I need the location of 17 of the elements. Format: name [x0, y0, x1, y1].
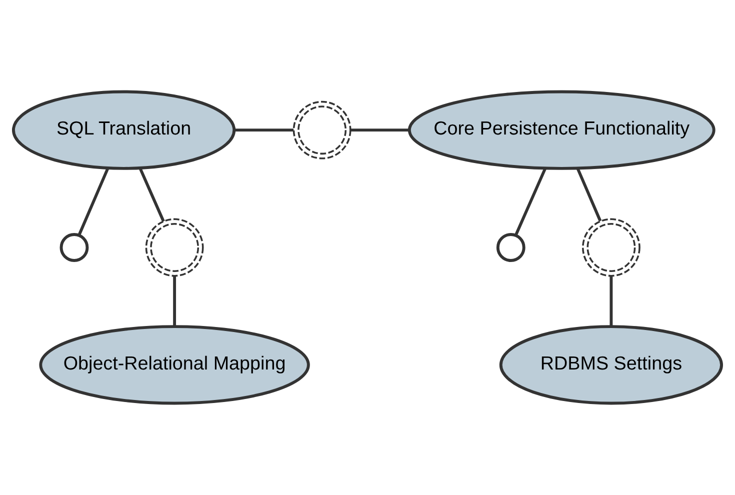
node-ellipse: Core Persistence Functionality — [408, 90, 716, 170]
node-circle — [60, 233, 89, 262]
connector — [78, 168, 110, 236]
connector — [138, 168, 165, 222]
node-ellipse: RDBMS Settings — [499, 325, 724, 405]
node-circle — [496, 233, 526, 262]
connector — [350, 128, 410, 132]
connector — [514, 168, 547, 236]
node-circle — [582, 218, 640, 277]
connector — [610, 276, 613, 326]
node-circle — [292, 100, 352, 160]
connector — [576, 168, 602, 222]
connector — [234, 128, 294, 132]
node-ellipse: SQL Translation — [12, 90, 236, 170]
connector — [173, 276, 176, 326]
node-circle — [145, 218, 204, 277]
node-ellipse: Object-Relational Mapping — [39, 325, 310, 405]
